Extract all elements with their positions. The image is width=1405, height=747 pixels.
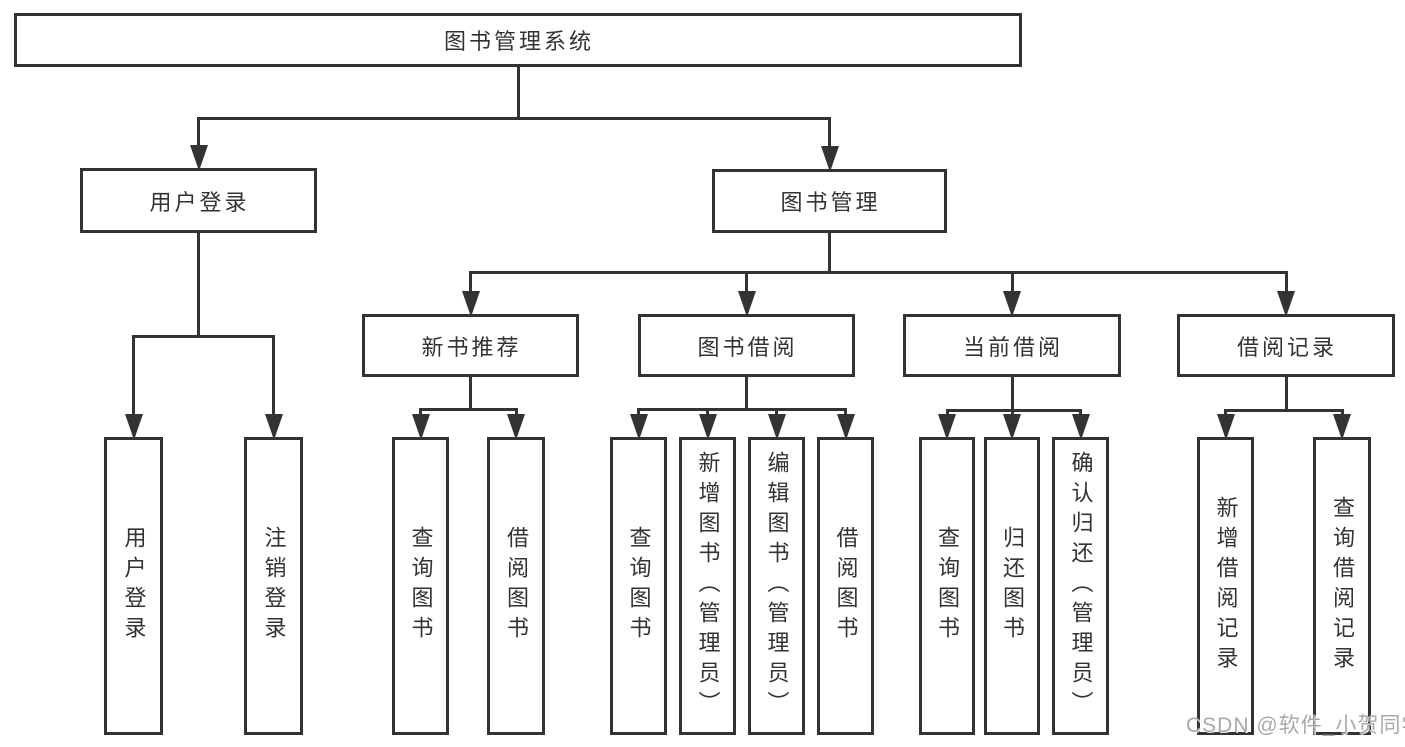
node-label-new-book-rec: 新书推荐 [421,334,522,360]
node-label-leaf-nbr-query: 查询图书 [408,526,434,646]
node-label-root: 图书管理系统 [443,29,594,54]
node-label-leaf-logout: 注销登录 [261,526,287,646]
node-label-leaf-bb-edit: 编辑图书（管理员） [764,451,790,721]
arrow-down-icon [1216,414,1235,440]
node-label-leaf-bb-query: 查询图书 [626,526,652,646]
arrow-down-icon [507,414,525,440]
node-label-leaf-bb-borrow: 借阅图书 [833,526,859,646]
node-leaf-cb-return: 归还图书 [984,437,1040,735]
node-label-current-borrow: 当前借阅 [962,334,1063,360]
arrow-down-icon [124,414,143,440]
connector-line [945,408,1082,412]
connector-line [745,375,748,409]
arrow-down-icon [1003,291,1021,317]
arrow-down-icon [698,414,717,440]
connector-line [132,336,135,419]
node-leaf-cb-query: 查询图书 [919,437,975,735]
connector-line [1010,375,1014,410]
node-leaf-bb-query: 查询图书 [610,437,667,735]
node-label-book-mgmt: 图书管理 [780,190,881,215]
node-leaf-nbr-borrow: 借阅图书 [487,437,545,735]
node-label-leaf-user-login: 用户登录 [121,526,147,646]
connector-line [1284,375,1288,410]
arrow-down-icon [767,414,786,440]
node-label-leaf-bb-add: 新增图书（管理员） [695,451,721,721]
connector-line [828,231,831,272]
node-leaf-bb-add: 新增图书（管理员） [679,437,736,735]
arrow-down-icon [264,414,283,440]
node-label-leaf-br-query: 查询借阅记录 [1330,496,1355,676]
node-leaf-user-login: 用户登录 [104,437,163,735]
arrow-down-icon [820,146,839,172]
node-label-borrow-records: 借阅记录 [1236,334,1337,360]
node-leaf-logout: 注销登录 [244,437,303,735]
node-user-login: 用户登录 [80,168,317,233]
node-book-borrow: 图书借阅 [638,314,855,377]
node-leaf-bb-borrow: 借阅图书 [817,437,874,735]
arrow-down-icon [1071,414,1090,440]
arrow-down-icon [461,291,480,317]
node-label-leaf-br-add: 新增借阅记录 [1213,496,1239,676]
node-book-mgmt: 图书管理 [712,169,947,233]
node-label-leaf-cb-return: 归还图书 [1000,526,1025,646]
node-borrow-records: 借阅记录 [1177,314,1395,377]
node-leaf-br-add: 新增借阅记录 [1197,437,1254,735]
connector-line [637,407,847,411]
node-root: 图书管理系统 [14,13,1022,67]
connector-line [197,118,200,150]
arrow-down-icon [836,414,855,440]
node-label-book-borrow: 图书借阅 [697,334,798,360]
node-leaf-nbr-query: 查询图书 [392,437,449,735]
node-label-leaf-cb-confirm: 确认归还（管理员） [1068,451,1094,721]
node-leaf-bb-edit: 编辑图书（管理员） [748,437,805,735]
connector-line [516,65,520,118]
node-current-borrow: 当前借阅 [903,314,1121,377]
connector-line [1284,272,1288,296]
arrow-down-icon [629,414,648,440]
node-leaf-br-query: 查询借阅记录 [1313,437,1371,735]
connector-line [469,270,1288,274]
connector-line [745,272,748,296]
arrow-down-icon [1277,291,1295,317]
connector-line [828,118,831,151]
connector-line [1010,272,1014,296]
arrow-down-icon [1333,414,1351,440]
node-label-leaf-nbr-borrow: 借阅图书 [504,526,529,646]
connector-line [132,334,275,338]
node-label-leaf-cb-query: 查询图书 [935,526,960,646]
arrow-down-icon [737,291,756,317]
connector-line [197,116,831,120]
node-label-user-login: 用户登录 [149,189,250,215]
connector-line [1224,408,1344,412]
csdn-watermark: CSDN @软件_小贺同学 [1186,714,1405,737]
node-leaf-cb-confirm: 确认归还（管理员） [1052,437,1109,735]
arrow-down-icon [938,414,956,440]
connector-line [197,231,200,336]
connector-line [469,375,472,409]
node-new-book-rec: 新书推荐 [362,314,579,377]
arrow-down-icon [1003,414,1021,440]
arrow-down-icon [411,414,430,440]
arrow-down-icon [189,145,208,171]
connector-line [419,407,518,411]
connector-line [469,272,472,296]
connector-line [272,336,275,419]
